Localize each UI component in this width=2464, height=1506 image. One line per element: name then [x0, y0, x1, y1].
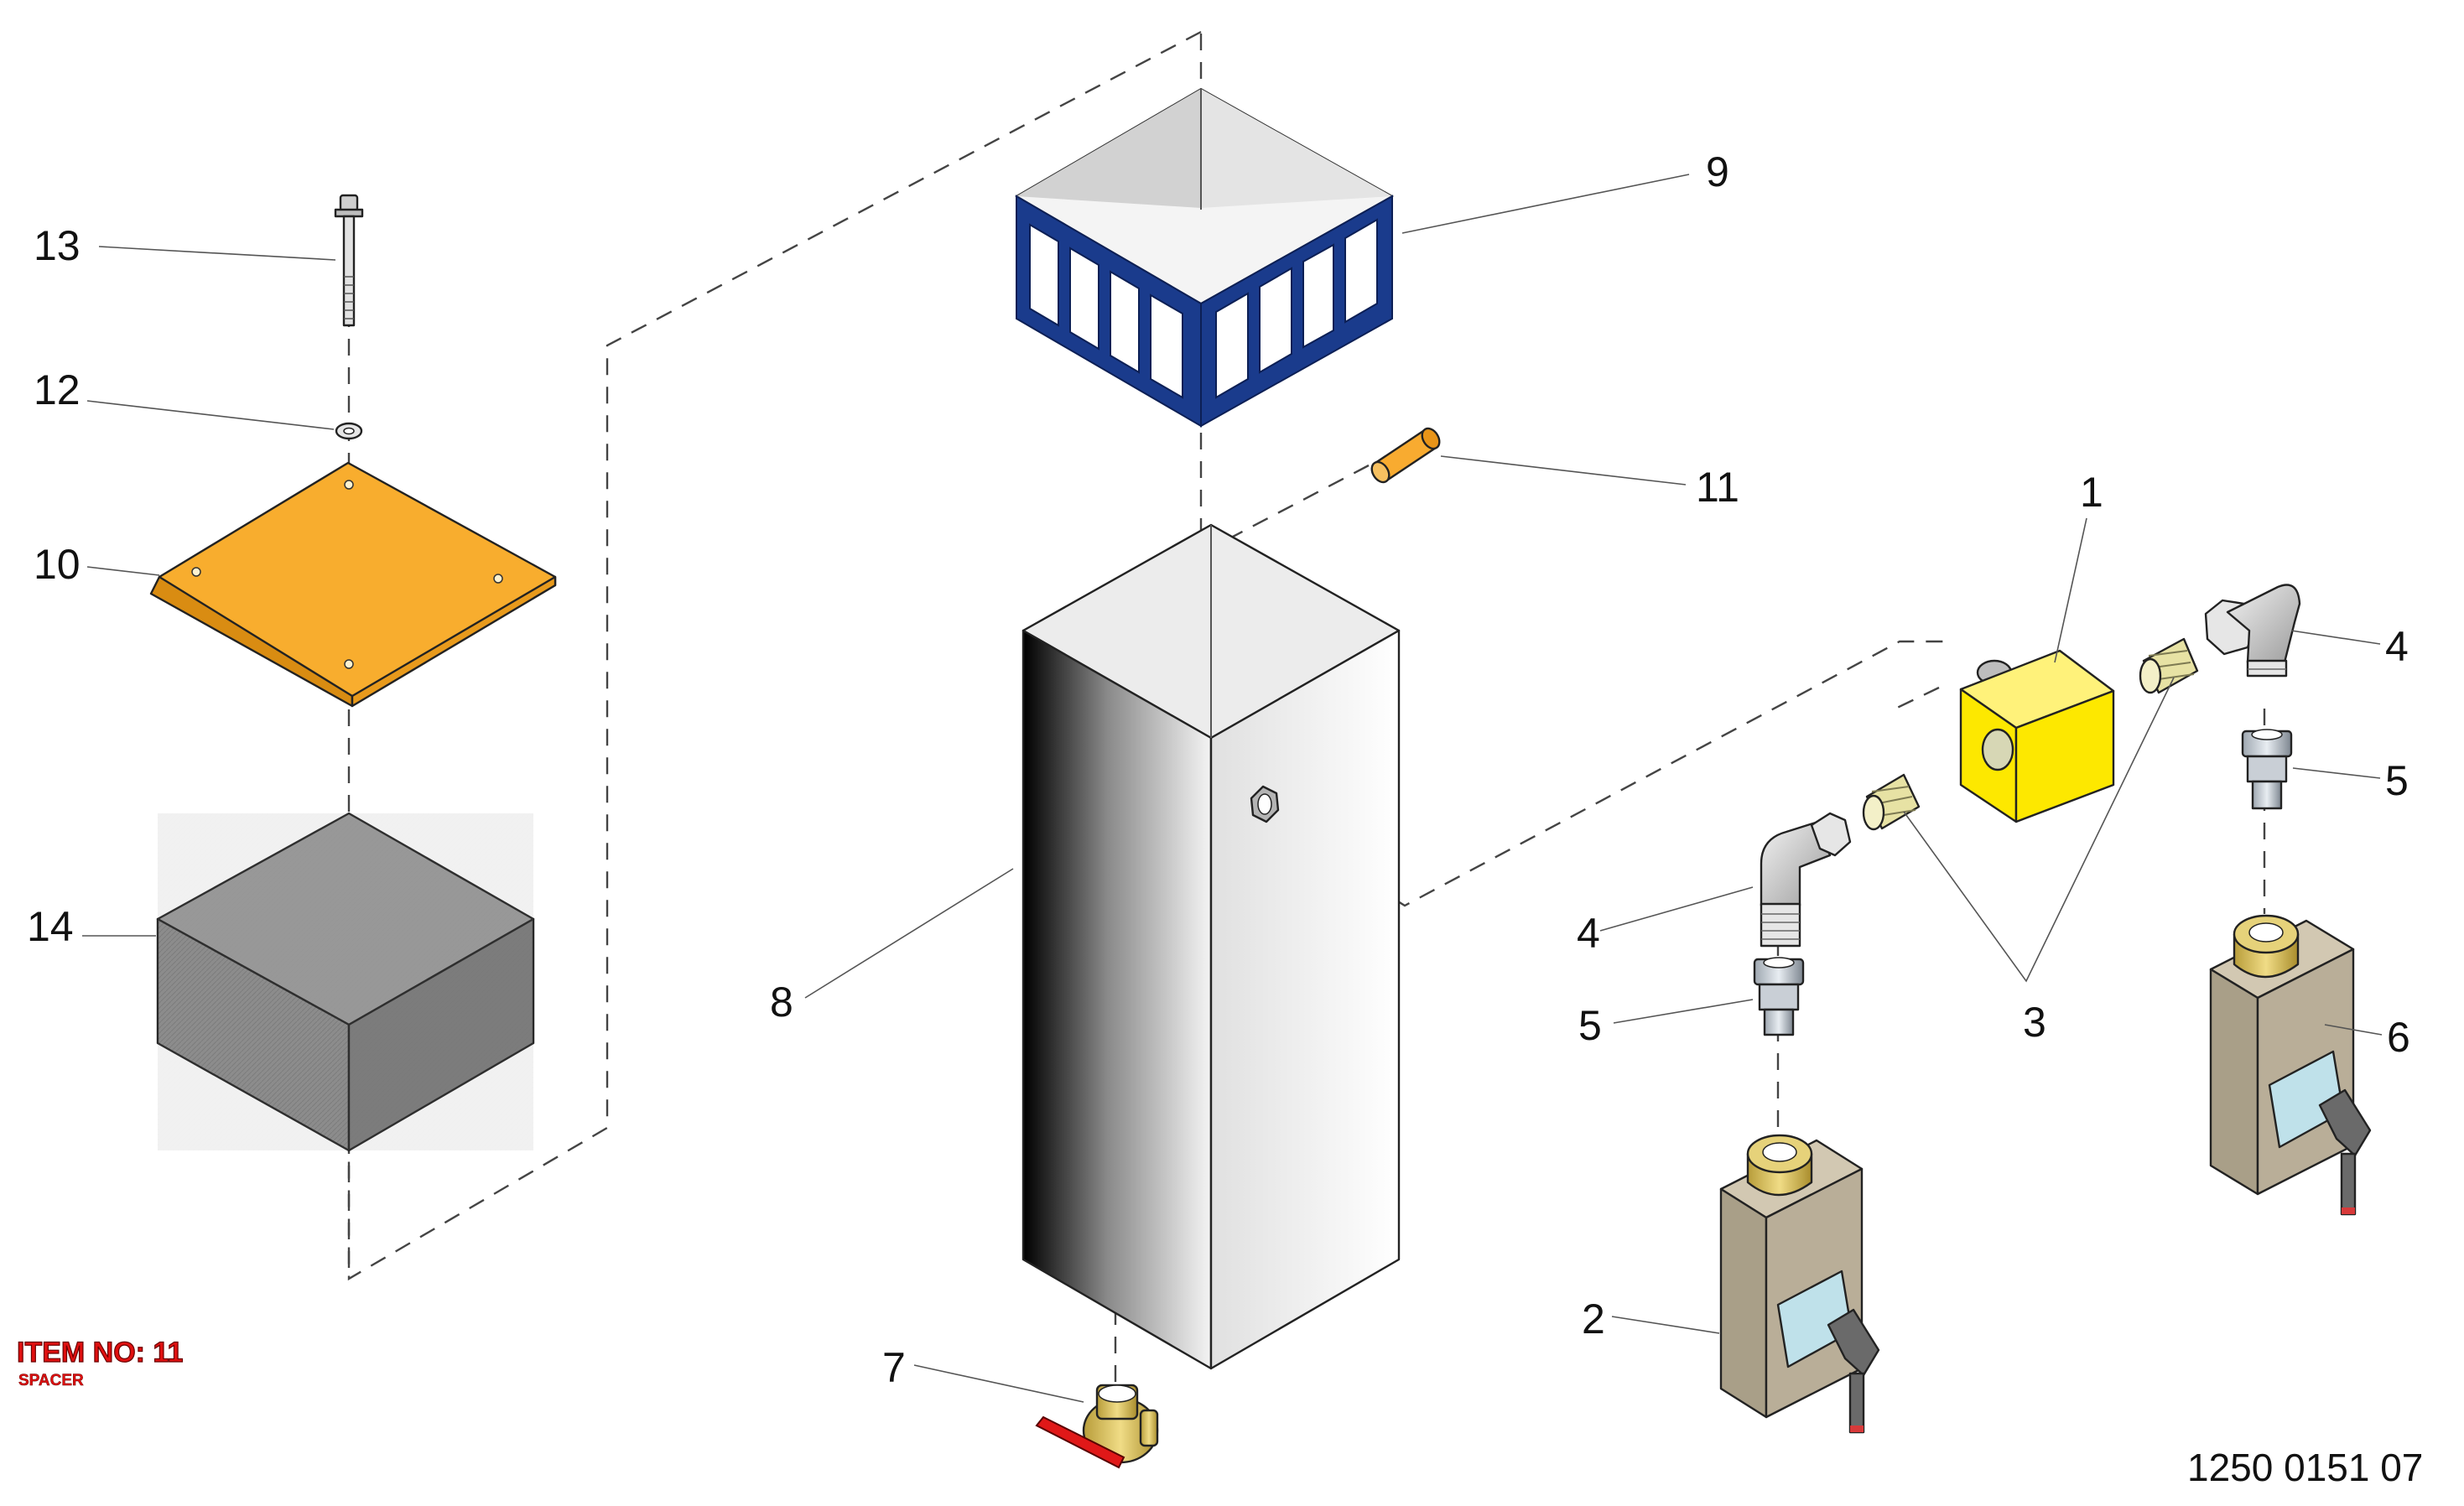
- elbow-fitting: [2204, 584, 2301, 678]
- bolt: [334, 194, 364, 327]
- callout-8: 8: [770, 979, 793, 1026]
- callout-4-right: 4: [2385, 623, 2409, 670]
- filter-block: [156, 812, 535, 1152]
- frame-basket: [1015, 87, 1395, 428]
- adapter-fitting: [1753, 957, 1805, 1036]
- manifold-block: [1959, 649, 2115, 823]
- pressure-switch: [1719, 1134, 1880, 1434]
- callout-12: 12: [34, 366, 81, 413]
- washer: [335, 422, 363, 440]
- callout-9: 9: [1706, 148, 1729, 195]
- selected-item-title: ITEM NO: 11: [17, 1337, 183, 1368]
- tank: [1021, 523, 1401, 1370]
- callout-1: 1: [2080, 469, 2103, 516]
- cover-plate: [149, 461, 557, 708]
- callout-5-left: 5: [1578, 1002, 1602, 1049]
- pressure-switch: [2209, 914, 2372, 1216]
- spacer: [1370, 427, 1441, 484]
- threaded-nipple: [2139, 637, 2199, 694]
- callout-2: 2: [1582, 1296, 1605, 1342]
- callout-5-right: 5: [2385, 757, 2409, 804]
- adapter-fitting: [2241, 729, 2293, 810]
- callout-4-left: 4: [1577, 910, 1600, 957]
- callout-13: 13: [34, 222, 81, 269]
- callout-6: 6: [2387, 1014, 2410, 1061]
- selected-item-name: SPACER: [18, 1372, 84, 1389]
- leader-lines: [82, 174, 2383, 1403]
- elbow-fitting: [1760, 812, 1852, 948]
- selected-item-note: ITEM NO: 11 SPACER: [16, 1336, 184, 1389]
- threaded-nipple: [1862, 773, 1921, 831]
- callout-7: 7: [882, 1344, 906, 1391]
- callout-11: 11: [1696, 464, 1739, 511]
- callout-3: 3: [2023, 999, 2046, 1046]
- callout-14: 14: [27, 903, 74, 950]
- callout-10: 10: [34, 541, 81, 588]
- drawing-number: 1250 0151 07: [2187, 1446, 2423, 1489]
- ball-valve: [1035, 1384, 1159, 1469]
- callout-labels: 13 12 10 14 8 9 11 7 2 1 3 4 5 4 5 6: [27, 148, 2410, 1391]
